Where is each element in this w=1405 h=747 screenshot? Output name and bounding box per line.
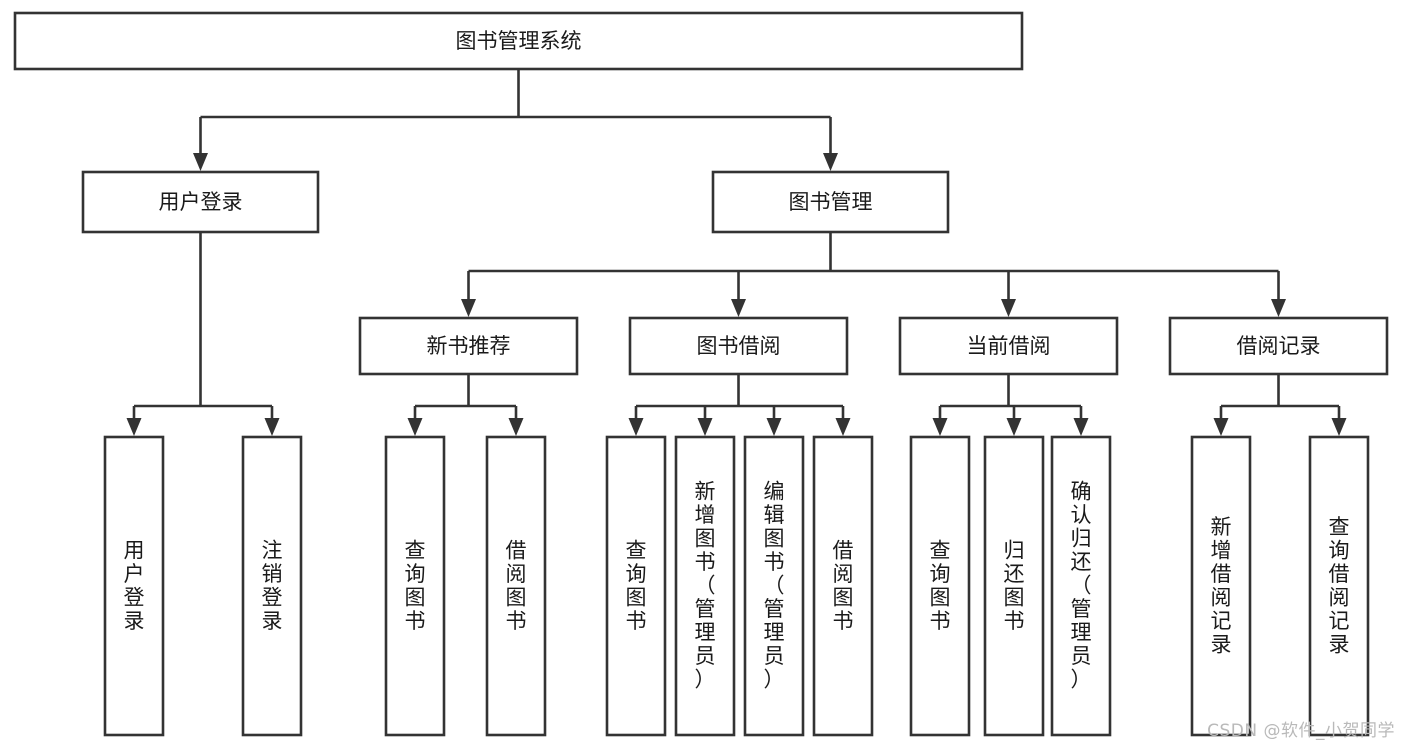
node-box <box>358 316 579 376</box>
arrow-head <box>264 418 280 436</box>
node-label: 借阅图书 <box>506 538 527 633</box>
node-borrow-borrow-book[interactable]: 借阅图书 <box>812 435 874 737</box>
node-box <box>1050 435 1112 737</box>
arrow-head <box>628 418 644 436</box>
node-box <box>983 435 1045 737</box>
node-box <box>1190 435 1252 737</box>
node-current-confirm-return[interactable]: 确认归还（管理员） <box>1050 435 1112 737</box>
node-label: 当前借阅 <box>967 334 1051 358</box>
node-borrow-edit-book[interactable]: 编辑图书（管理员） <box>743 435 805 737</box>
arrow-head <box>126 418 142 436</box>
node-box <box>812 435 874 737</box>
node-box <box>384 435 446 737</box>
node-box <box>605 435 667 737</box>
connector-group <box>932 374 1089 436</box>
arrow-head <box>407 418 423 436</box>
node-box <box>13 11 1024 71</box>
node-label: 借阅图书 <box>833 538 854 633</box>
arrow-head <box>193 153 208 171</box>
arrow-head <box>1271 299 1286 317</box>
connector-group <box>407 374 524 436</box>
arrow-head <box>823 153 838 171</box>
arrow-head <box>1001 299 1016 317</box>
node-label: 查询图书 <box>930 538 951 633</box>
node-label: 查询图书 <box>626 538 647 633</box>
node-records-query[interactable]: 查询借阅记录 <box>1308 435 1370 737</box>
connector-group <box>461 232 1286 317</box>
node-label: 图书借阅 <box>697 334 781 358</box>
connector-group <box>1213 374 1347 436</box>
node-borrow-add-book[interactable]: 新增图书（管理员） <box>674 435 736 737</box>
node-box <box>81 170 320 234</box>
node-label: 借阅记录 <box>1237 334 1321 358</box>
arrow-head <box>1006 418 1022 436</box>
arrow-head <box>1213 418 1229 436</box>
node-box <box>711 170 950 234</box>
arrow-head <box>461 299 476 317</box>
node-box <box>1308 435 1370 737</box>
node-box <box>909 435 971 737</box>
node-box <box>485 435 547 737</box>
node-user-logout-leaf[interactable]: 注销登录 <box>241 435 303 737</box>
node-box <box>1168 316 1389 376</box>
node-label: 注销登录 <box>262 538 283 633</box>
node-current-borrow[interactable]: 当前借阅 <box>898 316 1119 376</box>
node-current-return-book[interactable]: 归还图书 <box>983 435 1045 737</box>
node-label: 新书推荐 <box>427 334 511 358</box>
arrow-head <box>932 418 948 436</box>
arrow-head <box>508 418 524 436</box>
connector-group <box>628 374 851 436</box>
node-borrow-records[interactable]: 借阅记录 <box>1168 316 1389 376</box>
node-recommend-query-book[interactable]: 查询图书 <box>384 435 446 737</box>
node-book-management[interactable]: 图书管理 <box>711 170 950 234</box>
node-box <box>674 435 736 737</box>
node-root[interactable]: 图书管理系统 <box>13 11 1024 71</box>
node-current-query-book[interactable]: 查询图书 <box>909 435 971 737</box>
node-label: 归还图书 <box>1004 538 1025 633</box>
node-label: 用户登录 <box>159 190 243 214</box>
node-user-login[interactable]: 用户登录 <box>81 170 320 234</box>
node-records-add[interactable]: 新增借阅记录 <box>1190 435 1252 737</box>
node-borrow-query-book[interactable]: 查询图书 <box>605 435 667 737</box>
node-box <box>241 435 303 737</box>
arrow-head <box>1331 418 1347 436</box>
node-user-login-leaf[interactable]: 用户登录 <box>103 435 165 737</box>
connector-group <box>126 232 280 436</box>
node-label: 编辑图书（管理员） <box>764 480 785 692</box>
node-box <box>628 316 849 376</box>
node-label: 图书管理系统 <box>456 29 582 53</box>
arrow-head <box>766 418 782 436</box>
node-label: 用户登录 <box>124 538 145 633</box>
node-label: 新增借阅记录 <box>1211 515 1232 657</box>
arrow-head <box>835 418 851 436</box>
node-box <box>898 316 1119 376</box>
node-new-book-recommend[interactable]: 新书推荐 <box>358 316 579 376</box>
node-box <box>103 435 165 737</box>
node-label: 查询图书 <box>405 538 426 633</box>
node-label: 新增图书（管理员） <box>695 480 716 692</box>
node-box <box>743 435 805 737</box>
connector-group <box>193 69 838 171</box>
node-label: 确认归还（管理员） <box>1071 480 1092 692</box>
arrow-head <box>697 418 713 436</box>
arrow-head <box>731 299 746 317</box>
node-recommend-borrow-book[interactable]: 借阅图书 <box>485 435 547 737</box>
node-label: 查询借阅记录 <box>1329 515 1350 657</box>
arrow-head <box>1073 418 1089 436</box>
node-book-borrow[interactable]: 图书借阅 <box>628 316 849 376</box>
node-label: 图书管理 <box>789 190 873 214</box>
